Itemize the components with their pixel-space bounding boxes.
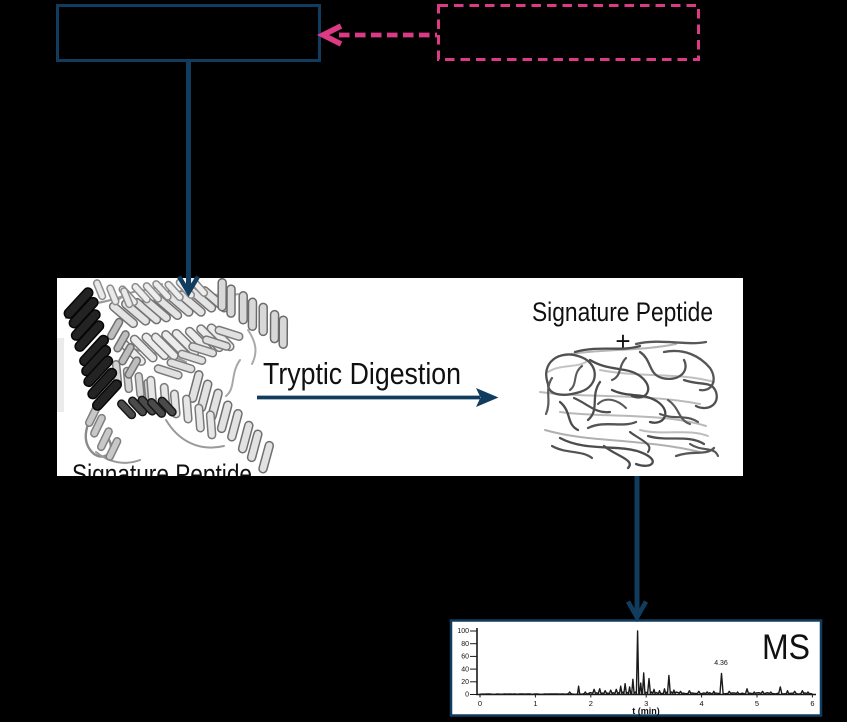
svg-text:3: 3	[644, 699, 648, 708]
svg-text:t (min): t (min)	[632, 706, 660, 716]
svg-text:Tryptic Digestion: Tryptic Digestion	[263, 356, 461, 391]
svg-text:100: 100	[457, 628, 469, 635]
svg-text:0: 0	[465, 692, 469, 699]
svg-text:+: +	[615, 326, 630, 356]
svg-text:Signature Peptide: Signature Peptide	[532, 297, 713, 327]
svg-text:4: 4	[700, 699, 704, 708]
svg-text:2: 2	[589, 699, 593, 708]
svg-text:5: 5	[755, 699, 759, 708]
svg-text:80: 80	[461, 641, 469, 648]
svg-text:1: 1	[533, 699, 537, 708]
svg-text:0: 0	[478, 699, 482, 708]
svg-text:Signature Peptide: Signature Peptide	[72, 459, 252, 489]
svg-text:4.36: 4.36	[714, 660, 728, 667]
svg-text:60: 60	[461, 654, 469, 661]
svg-text:20: 20	[461, 679, 469, 686]
svg-text:MS: MS	[762, 628, 810, 667]
svg-text:40: 40	[461, 666, 469, 673]
svg-text:6: 6	[810, 699, 814, 708]
